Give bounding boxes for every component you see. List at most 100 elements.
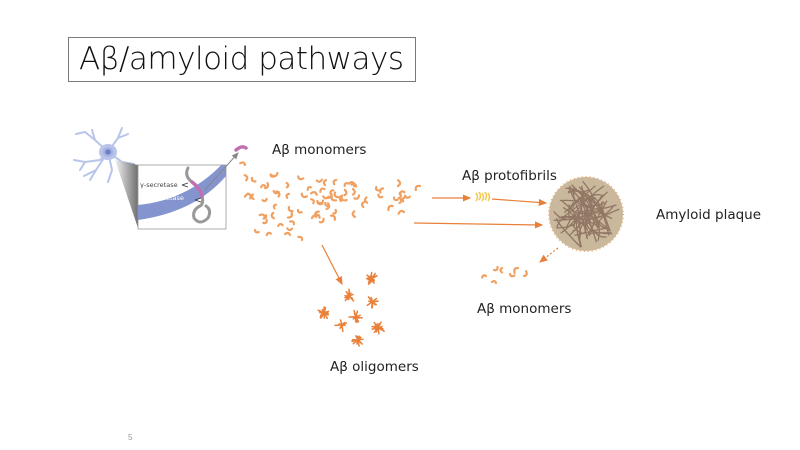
monomer-icon xyxy=(272,203,278,210)
oligomer-icon xyxy=(317,306,330,320)
arrow-plaque-to-monomers xyxy=(539,247,559,263)
monomer-icon xyxy=(374,185,380,192)
monomer-icon xyxy=(343,182,350,187)
monomer-icon xyxy=(350,181,356,188)
monomer-icon xyxy=(508,272,516,278)
monomer-icon xyxy=(351,187,356,196)
monomer-icon xyxy=(288,220,296,226)
monomer-cluster xyxy=(239,161,422,242)
protofibril-icon xyxy=(475,191,491,202)
monomer-icon xyxy=(243,192,252,198)
monomer-icon xyxy=(332,208,338,215)
oligomer-icon xyxy=(351,335,364,347)
monomer-icon xyxy=(261,197,268,203)
monomer-icon xyxy=(269,173,276,178)
release-arrow xyxy=(204,152,239,191)
monomer-icon xyxy=(272,189,280,195)
monomer-icon xyxy=(286,211,293,219)
monomer-icon xyxy=(254,228,260,234)
monomer-icon xyxy=(492,265,499,272)
monomer-icon xyxy=(306,185,312,191)
monomer-icon xyxy=(397,209,406,215)
slide-title: Aβ/amyloid pathways xyxy=(79,41,404,77)
released-monomers xyxy=(481,265,528,285)
label-monomers-bottom: Aβ monomers xyxy=(477,301,572,317)
scissors-icon xyxy=(181,182,202,203)
monomer-icon xyxy=(314,210,320,218)
abeta-segment xyxy=(190,180,204,198)
monomer-icon xyxy=(310,198,315,205)
oligomer-icon xyxy=(344,288,355,302)
monomer-icon xyxy=(363,196,369,204)
oligomer-icon xyxy=(371,321,385,335)
oligomer-icon xyxy=(366,271,378,285)
monomer-icon xyxy=(481,274,488,279)
title-box: Aβ/amyloid pathways xyxy=(68,37,416,82)
monomer-icon xyxy=(297,235,304,242)
monomer-icon xyxy=(397,191,402,200)
amyloid-plaque-icon xyxy=(548,176,624,252)
monomer-icon xyxy=(286,227,294,232)
monomer-icon xyxy=(329,189,335,196)
monomer-icon xyxy=(260,183,267,189)
monomer-icon xyxy=(285,181,290,189)
monomer-icon xyxy=(318,199,325,205)
monomer-icon xyxy=(322,179,328,187)
oligomer-icon xyxy=(334,319,348,333)
monomer-icon xyxy=(300,192,309,199)
secretase-inset: γ-secretase β-secretase xyxy=(137,164,227,230)
cell-membrane xyxy=(138,165,226,220)
monomer-icon xyxy=(522,270,528,278)
monomer-icon xyxy=(275,190,281,198)
monomer-icon xyxy=(360,201,365,209)
monomer-icon xyxy=(287,205,294,213)
oligomer-icon xyxy=(366,296,379,309)
oligomer-cluster xyxy=(317,271,385,347)
monomer-icon xyxy=(490,280,498,285)
beta-secretase-label: β-secretase xyxy=(146,194,184,202)
zoom-funnel xyxy=(115,160,138,228)
abeta-fragment-icon xyxy=(234,145,248,152)
monomer-icon xyxy=(379,187,385,194)
monomer-icon xyxy=(309,191,318,196)
oligomer-icon xyxy=(348,309,363,324)
label-oligomers: Aβ oligomers xyxy=(330,359,419,375)
monomer-icon xyxy=(353,194,361,200)
label-protofibrils: Aβ protofibrils xyxy=(462,168,557,184)
monomer-icon xyxy=(333,191,340,199)
monomer-icon xyxy=(332,178,338,186)
monomer-icon xyxy=(250,176,257,183)
monomer-icon xyxy=(343,188,348,197)
arrow-protofibrils-to-plaque xyxy=(491,198,548,207)
monomer-icon xyxy=(325,202,331,211)
gamma-secretase-label: γ-secretase xyxy=(140,181,178,189)
monomer-icon xyxy=(283,231,292,237)
monomer-icon xyxy=(250,193,255,201)
page-number: 5 xyxy=(128,433,133,442)
monomer-icon xyxy=(296,208,303,214)
arrow-to-oligomers xyxy=(321,244,343,286)
monomer-icon xyxy=(351,210,357,219)
monomer-icon xyxy=(270,211,275,220)
label-amyloid-plaque: Amyloid plaque xyxy=(656,207,762,223)
monomer-icon xyxy=(401,196,407,203)
monomer-icon xyxy=(404,194,411,199)
monomer-icon xyxy=(243,174,249,182)
monomer-icon xyxy=(340,195,348,202)
monomer-icon xyxy=(513,266,520,274)
monomer-icon xyxy=(329,214,336,221)
monomer-icon xyxy=(315,178,323,183)
monomer-icon xyxy=(318,217,325,224)
monomer-icon xyxy=(319,187,326,193)
monomer-icon xyxy=(262,218,268,225)
monomer-icon xyxy=(387,204,394,212)
monomer-icon xyxy=(285,192,291,199)
monomer-icon xyxy=(239,161,247,167)
monomer-icon xyxy=(263,182,270,190)
monomer-icon xyxy=(499,266,504,274)
monomer-icon xyxy=(265,231,273,237)
label-monomers-top: Aβ monomers xyxy=(272,142,367,158)
monomer-icon xyxy=(258,213,266,220)
monomer-icon xyxy=(396,179,402,188)
